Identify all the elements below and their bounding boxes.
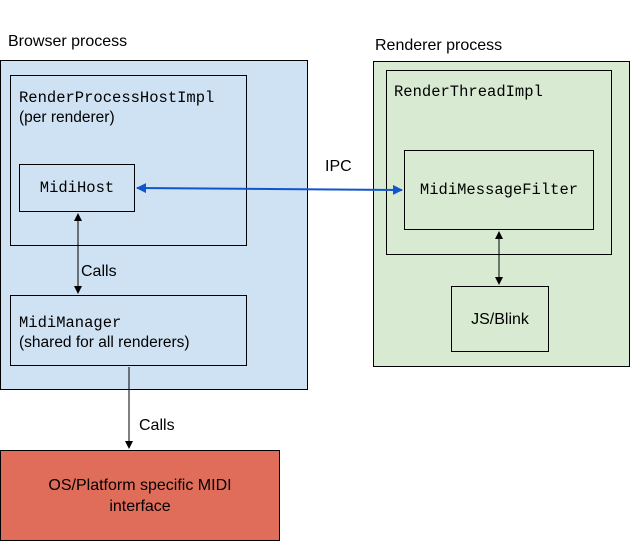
midi-manager-title: MidiManager	[19, 314, 122, 332]
ipc-arrow	[136, 183, 403, 195]
midi-manager-box: MidiManager (shared for all renderers)	[10, 295, 247, 366]
calls-label-os: Calls	[139, 417, 175, 434]
midi-host-label: MidiHost	[39, 179, 115, 197]
midi-manager-subtitle: (shared for all renderers)	[19, 334, 190, 351]
render-thread-impl-label: RenderThreadImpl	[394, 83, 543, 101]
browser-process-title: Browser process	[8, 33, 128, 50]
calls-label-browser: Calls	[81, 263, 117, 280]
midi-message-filter-label: MidiMessageFilter	[419, 181, 579, 199]
os-platform-line2: interface	[109, 497, 171, 515]
os-platform-line1: OS/Platform specific MIDI	[48, 476, 232, 494]
midi-host-box: MidiHost	[19, 164, 135, 212]
render-process-host-impl-box: RenderProcessHostImpl (per renderer)	[10, 75, 247, 246]
rphi-title: RenderProcessHostImpl	[19, 89, 215, 107]
os-platform-midi-box: OS/Platform specific MIDI interface	[0, 450, 280, 541]
rphi-subtitle: (per renderer)	[19, 109, 115, 126]
midi-message-filter-box: MidiMessageFilter	[404, 150, 594, 230]
ipc-label: IPC	[325, 158, 352, 175]
renderer-process-title: Renderer process	[375, 37, 503, 54]
js-blink-box: JS/Blink	[451, 286, 549, 352]
js-blink-label: JS/Blink	[471, 310, 529, 328]
